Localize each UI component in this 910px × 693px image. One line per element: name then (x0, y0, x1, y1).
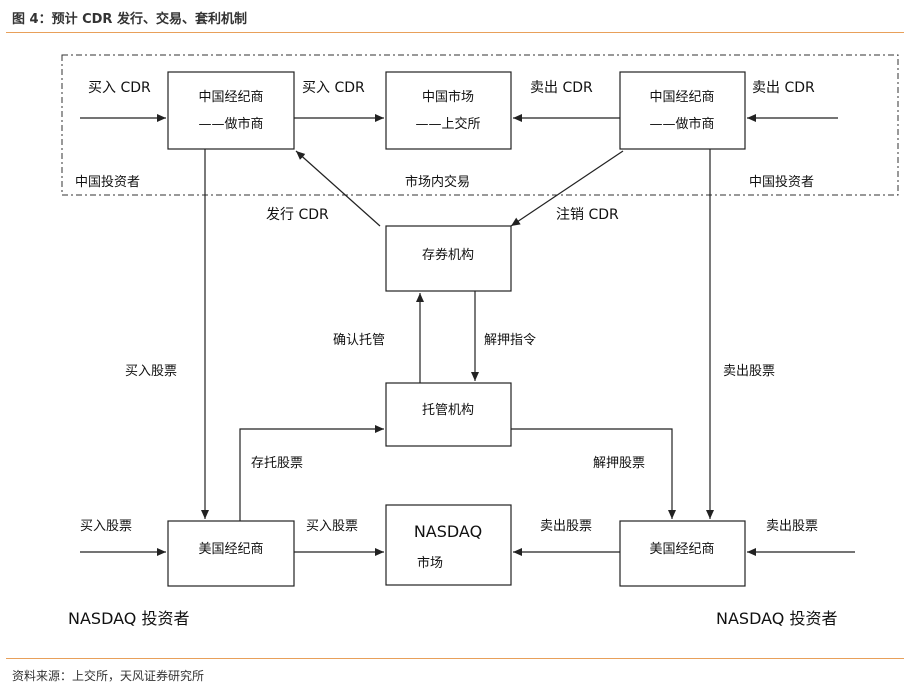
label-issue-cdr: 发行 CDR (266, 207, 329, 223)
label-sell-cdr-mid: 卖出 CDR (530, 80, 593, 96)
header-divider (6, 32, 904, 33)
label-sell-cdr-in: 卖出 CDR (752, 80, 815, 96)
label-domestic-trade: 市场内交易 (405, 174, 470, 190)
label-nasdaq-investor-left: NASDAQ 投资者 (68, 609, 189, 628)
box-broker-left (167, 71, 295, 150)
label-buy-stock-in: 买入股票 (80, 519, 132, 534)
label-sell-stock-right: 卖出股票 (723, 364, 775, 379)
label-deposit-stock: 存托股票 (251, 456, 303, 471)
broker-left-line2: ——做市商 (198, 116, 263, 132)
broker-right-line2: ——做市商 (649, 116, 714, 132)
label-cn-investor-left: 中国投资者 (75, 174, 140, 190)
label-release-stock: 解押股票 (593, 456, 645, 471)
cn-market-line1: 中国市场 (422, 89, 474, 105)
cn-market-line2: ——上交所 (415, 116, 480, 132)
broker-right-line1: 中国经纪商 (649, 90, 714, 105)
us-broker-right-label: 美国经纪商 (649, 542, 714, 557)
label-confirm-custody: 确认托管 (333, 333, 385, 348)
label-nasdaq-investor-right: NASDAQ 投资者 (716, 609, 837, 628)
broker-left-line1: 中国经纪商 (198, 90, 263, 105)
box-broker-right (619, 71, 746, 150)
box-depositary (385, 225, 512, 292)
arrow-deposit-stock (239, 425, 384, 521)
label-buy-stock-mid: 买入股票 (306, 519, 358, 534)
source-note: 资料来源：上交所，天风证券研究所 (12, 669, 205, 683)
us-broker-left-label: 美国经纪商 (198, 542, 263, 557)
figure-title: 图 4：预计 CDR 发行、交易、套利机制 (12, 12, 247, 27)
custodian-label: 托管机构 (422, 403, 474, 418)
label-sell-stock-in: 卖出股票 (766, 519, 818, 534)
depositary-label: 存券机构 (422, 247, 474, 263)
box-custodian (385, 382, 512, 447)
nasdaq-line2: 市场 (417, 555, 443, 571)
label-cancel-cdr: 注销 CDR (556, 207, 619, 223)
box-nasdaq (385, 504, 512, 586)
china-market-region (61, 54, 899, 196)
arrow-issue-cdr (295, 150, 381, 227)
box-us-broker-right (619, 520, 746, 587)
arrow-cancel-cdr (510, 150, 624, 227)
label-buy-cdr-in: 买入 CDR (88, 80, 151, 96)
arrow-release-stock (511, 428, 676, 519)
label-buy-cdr-mid: 买入 CDR (302, 80, 365, 96)
box-us-broker-left (167, 520, 295, 587)
label-cn-investor-right: 中国投资者 (749, 174, 814, 190)
label-release-instruction: 解押指令 (484, 333, 536, 348)
nasdaq-line1: NASDAQ (414, 522, 482, 541)
box-cn-market (385, 71, 512, 150)
label-sell-stock-mid: 卖出股票 (540, 519, 592, 534)
label-buy-stock-left: 买入股票 (125, 364, 177, 379)
footer-divider (6, 658, 904, 659)
